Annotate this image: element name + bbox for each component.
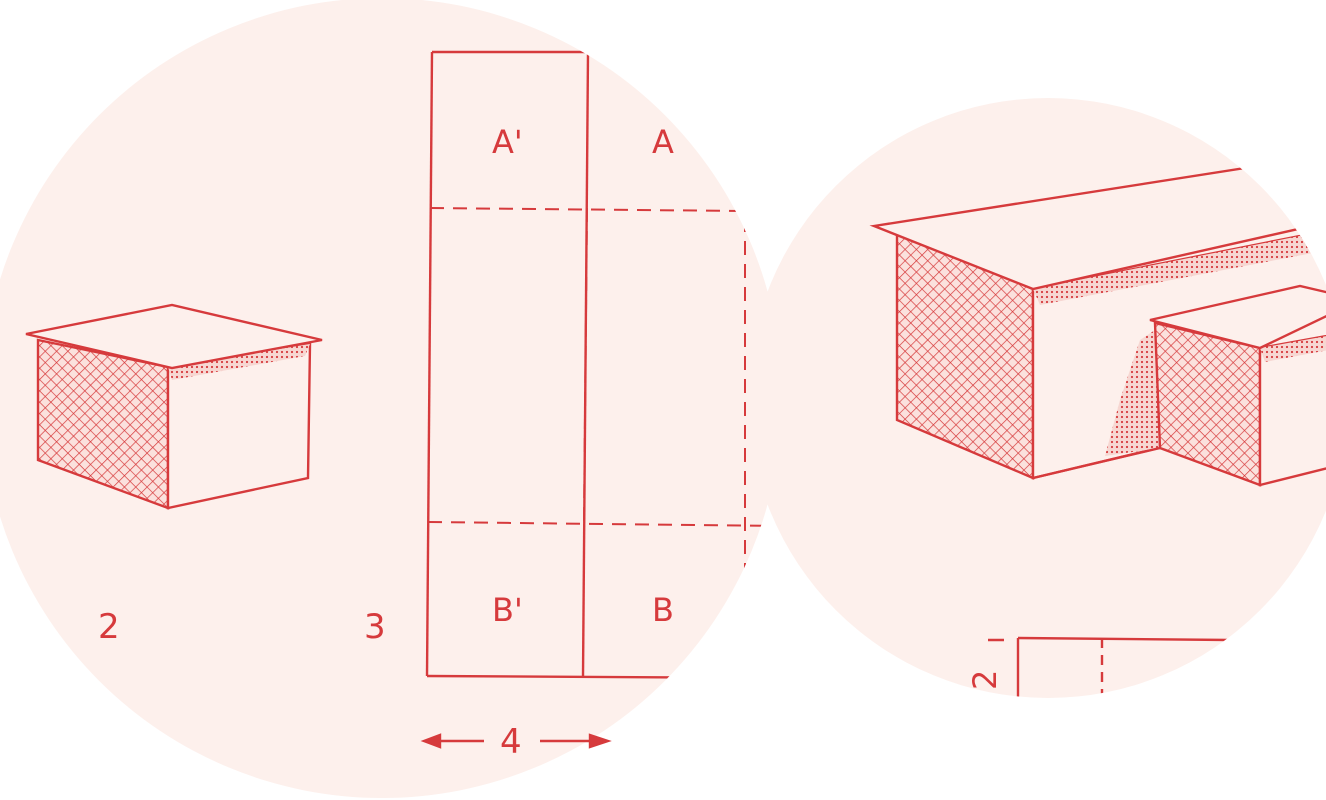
dimension-label-4: 4 bbox=[500, 722, 522, 762]
panel-label-a-prime: A' bbox=[492, 123, 523, 161]
figure-3-number: 3 bbox=[364, 607, 386, 647]
figure-2-box bbox=[25, 303, 323, 510]
panel-label-a: A bbox=[652, 123, 674, 161]
panel-label-b: B bbox=[652, 591, 674, 629]
figure-4-stepped-block bbox=[869, 148, 1326, 698]
dimension-arrow bbox=[420, 733, 612, 749]
step-cast-shadow bbox=[1105, 330, 1160, 456]
large-block-lid-shadow bbox=[1033, 224, 1326, 305]
small-block-side-face bbox=[1258, 328, 1326, 487]
panel-label-b-prime: B' bbox=[492, 591, 523, 629]
box-lid-shadow bbox=[168, 344, 310, 380]
small-block-lid-shadow bbox=[1260, 330, 1326, 362]
dimension-label-2: 2 bbox=[966, 670, 1004, 690]
small-block-lid bbox=[1149, 284, 1326, 350]
figure-2-number: 2 bbox=[98, 607, 120, 647]
box-lid bbox=[25, 303, 323, 370]
figure-4-lower-outline bbox=[988, 636, 1231, 698]
large-block-lid bbox=[869, 148, 1326, 291]
figure-3-net bbox=[425, 50, 781, 680]
